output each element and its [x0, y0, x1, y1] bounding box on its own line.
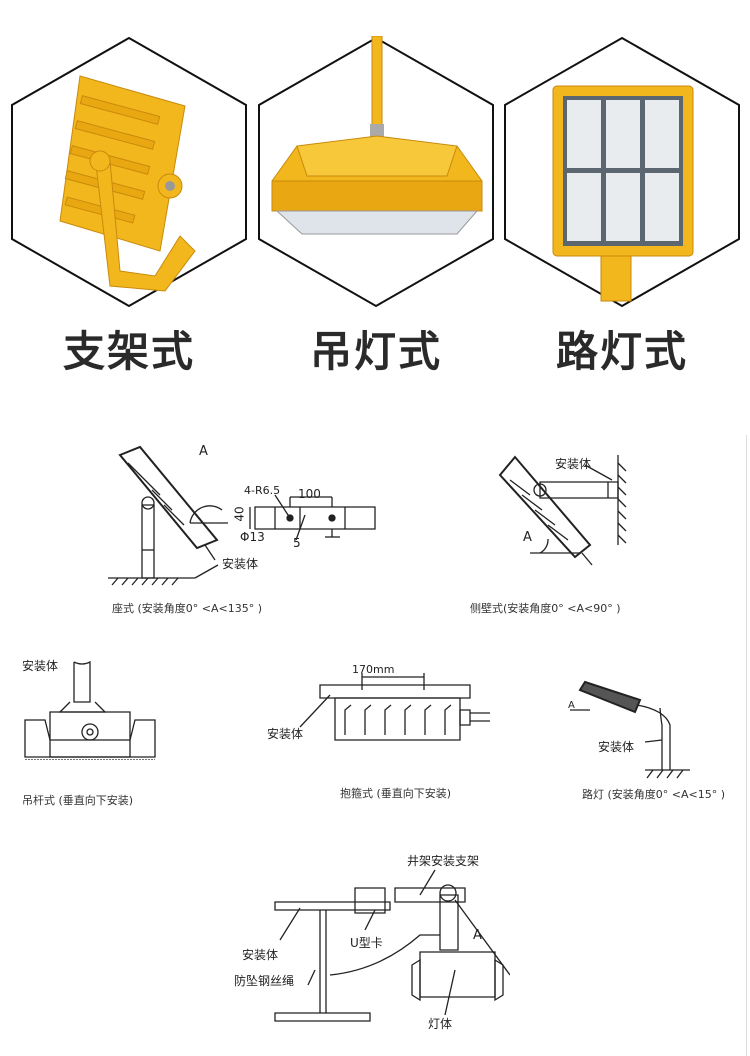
dim-height: 40	[232, 506, 247, 522]
angle-label: A	[199, 444, 208, 459]
clamp-mount-caption: 抱箍式 (垂直向下安装)	[340, 787, 452, 800]
rod-mount-caption: 吊杆式 (垂直向下安装)	[22, 794, 134, 807]
product-label: 支架式	[62, 327, 195, 376]
product-label: 路灯式	[555, 327, 688, 376]
street-lamp-icon	[504, 36, 740, 308]
wall-mount-caption: 侧壁式(安装角度0° <A<90° )	[470, 602, 621, 615]
street-lamp-caption: 路灯 (安装角度0° <A<15° )	[582, 788, 726, 801]
angle-label: A	[473, 928, 482, 943]
rod-mount-diagram	[20, 660, 160, 760]
mount-label: 安装体	[22, 659, 59, 673]
wall-mount-diagram	[498, 445, 640, 575]
lamp-label: 灯体	[428, 1017, 453, 1031]
dim-holes: 4-R6.5	[244, 484, 281, 497]
mount-label: 安装体	[555, 457, 592, 471]
mount-label: 安装体	[242, 948, 279, 962]
mount-label: 安装体	[267, 727, 304, 741]
angle-label: A	[568, 700, 575, 711]
seat-mount-diagram	[100, 445, 390, 595]
frame-mount-diagram	[270, 860, 510, 1030]
seat-mount-caption: 座式 (安装角度0° <A<135° )	[112, 602, 263, 615]
rope-label: 防坠钢丝绳	[234, 974, 295, 988]
mount-label: 安装体	[598, 740, 635, 754]
clamp-mount-diagram	[280, 665, 500, 745]
street-lamp-diagram	[565, 680, 695, 780]
dim-spacing: 100	[298, 487, 321, 501]
divider	[746, 435, 747, 1056]
product-label: 吊灯式	[309, 327, 442, 376]
dim-diameter: Φ13	[240, 530, 265, 544]
mount-label: 安装体	[222, 557, 259, 571]
product-pendant	[257, 36, 495, 308]
angle-label: A	[523, 530, 532, 545]
bracket-mount-lamp-icon	[11, 36, 247, 308]
dim-offset: 5	[293, 536, 301, 550]
product-street	[503, 36, 741, 308]
product-bracket-mount	[10, 36, 248, 308]
bracket-label: 井架安装支架	[407, 854, 480, 868]
ubolt-label: U型卡	[350, 936, 383, 950]
pendant-lamp-icon	[258, 36, 494, 308]
dim-spacing: 170mm	[352, 663, 395, 676]
